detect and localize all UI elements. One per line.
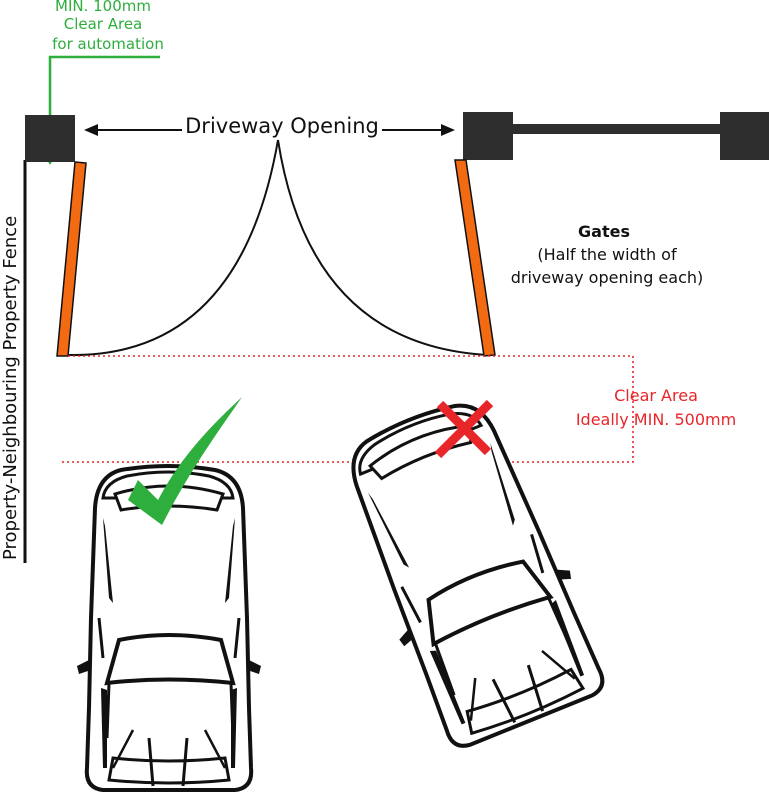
fence-label: Property-Neighbouring Property Fence — [0, 216, 21, 560]
clear-area-label-line1: Clear Area — [614, 386, 698, 405]
fence-rail — [510, 124, 725, 134]
car-correct-position — [75, 464, 263, 792]
right-gate-swing-arc — [277, 139, 489, 356]
driveway-opening-label: Driveway Opening — [185, 114, 379, 138]
right-gate-leaf — [454, 159, 496, 357]
min-clear-label-line2: Clear Area — [64, 15, 143, 33]
gates-description-line1: (Half the width of — [537, 245, 677, 264]
left-gate-post — [25, 115, 75, 162]
clear-area-label-line2: Ideally MIN. 500mm — [576, 410, 736, 429]
gates-title: Gates — [578, 222, 630, 241]
min-clear-label-line1: MIN. 100mm — [55, 0, 151, 15]
left-gate-leaf — [56, 161, 87, 357]
check-mark-icon — [128, 397, 242, 525]
gates-description-line2: driveway opening each) — [511, 268, 704, 287]
right-gate-post — [463, 112, 513, 160]
clear-area-bracket — [62, 355, 634, 463]
cross-mark-icon — [434, 399, 494, 459]
left-gate-swing-arc — [67, 139, 279, 357]
far-fence-post — [720, 112, 769, 160]
min-clear-label-line3: for automation — [52, 35, 164, 53]
